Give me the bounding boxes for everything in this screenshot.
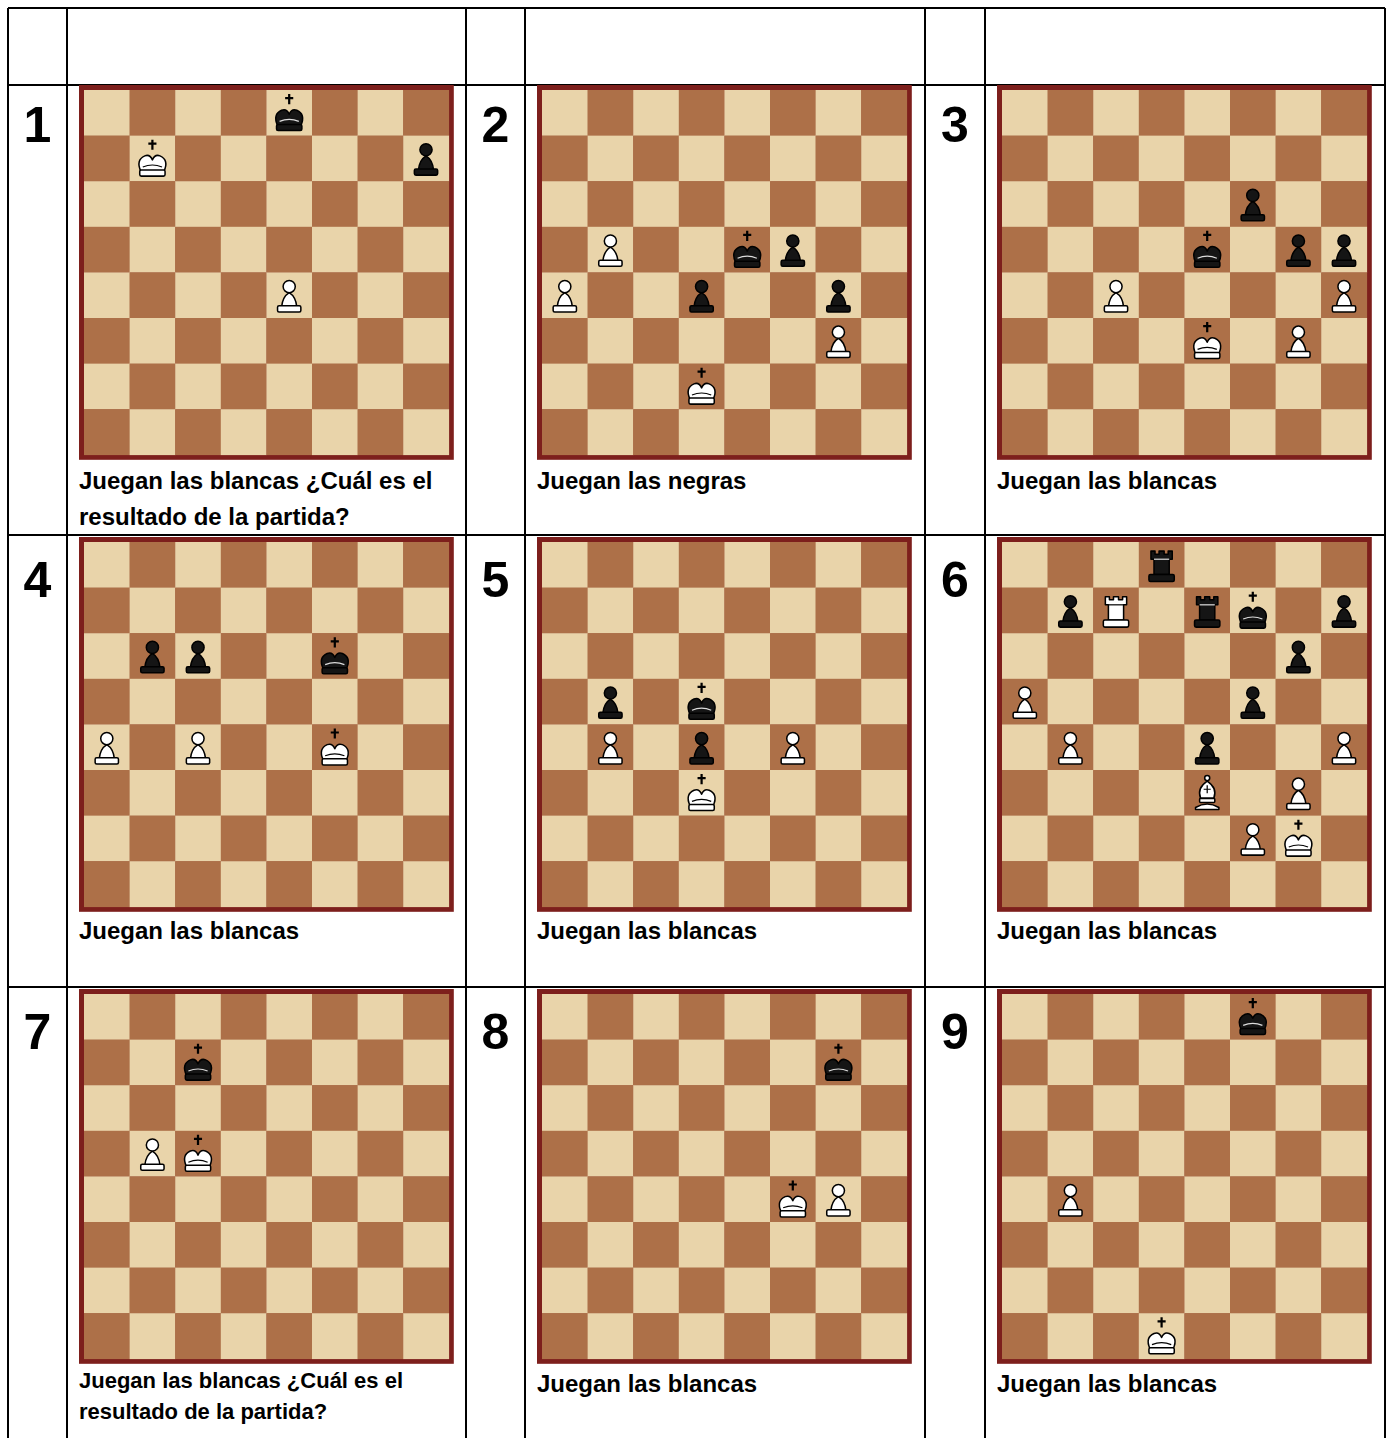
chess-board [997,989,1372,1364]
chess-piece [1287,778,1310,809]
table-rule [465,8,467,1438]
chess-piece [186,733,209,764]
chess-piece [1149,551,1174,581]
chess-piece [95,733,118,764]
chess-board [79,989,454,1364]
chess-piece [825,1044,852,1080]
chess-piece [1241,824,1264,855]
chess-piece [827,326,850,357]
chess-piece [827,281,850,312]
chess-piece [278,281,301,312]
puzzle-number: 9 [925,1007,985,1057]
puzzle-caption: Juegan las blancas [537,1366,921,1402]
chess-piece [553,281,576,312]
puzzle-caption: Juegan las blancas ¿Cuál es el resultado… [79,1366,463,1428]
chess-board [537,989,912,1364]
chess-piece [1285,820,1312,856]
chess-piece [185,1135,212,1171]
puzzle-number: 8 [466,1007,525,1057]
table-rule [7,8,9,1438]
table-rule [924,8,926,1438]
puzzle-caption: Juegan las blancas [537,913,921,949]
chess-piece [276,94,303,130]
chess-piece [599,687,622,718]
chess-board [537,85,912,460]
puzzle-number: 6 [925,555,985,605]
chess-piece [827,1185,850,1216]
chess-piece [1059,733,1082,764]
puzzle-caption: Juegan las blancas ¿Cuál es el resultado… [79,463,463,535]
chess-piece [321,637,348,673]
chess-piece [781,235,804,266]
puzzle-caption: Juegan las negras [537,463,921,499]
chess-board [997,537,1372,912]
chess-piece [1104,281,1127,312]
chess-piece [1287,641,1310,672]
puzzle-number: 5 [466,555,525,605]
chess-piece [734,231,761,267]
table-rule [8,534,1385,536]
chess-piece [1241,189,1264,220]
chess-board [79,85,454,460]
puzzle-number: 1 [8,100,67,150]
chess-board [997,85,1372,460]
puzzle-caption: Juegan las blancas [997,463,1381,499]
chess-piece [690,733,713,764]
chess-piece [599,733,622,764]
puzzle-caption: Juegan las blancas [997,913,1381,949]
chess-piece [1103,597,1128,627]
chess-piece [185,1044,212,1080]
chess-board [79,537,454,912]
chess-piece [1287,326,1310,357]
chess-piece [1059,596,1082,627]
table-rule [984,8,986,1438]
chess-piece [1196,776,1219,810]
chess-piece [1332,733,1355,764]
table-rule [8,7,1385,9]
chess-piece [1194,322,1221,358]
chess-piece [1239,998,1266,1034]
chess-piece [1196,733,1219,764]
puzzle-number: 4 [8,555,67,605]
chess-board [537,537,912,912]
chess-piece [141,641,164,672]
chess-piece [1148,1317,1175,1353]
chess-piece [688,774,715,810]
chess-piece [688,683,715,719]
chess-piece [1239,592,1266,628]
puzzle-number: 2 [466,100,525,150]
chess-piece [1332,235,1355,266]
chess-piece [139,140,166,176]
puzzle-number: 3 [925,100,985,150]
table-rule [1384,8,1386,1438]
chess-piece [1059,1185,1082,1216]
chess-piece [781,733,804,764]
chess-piece [1241,687,1264,718]
chess-piece [599,235,622,266]
table-rule [66,8,68,1438]
puzzle-number: 7 [8,1007,67,1057]
chess-piece [1332,281,1355,312]
puzzle-caption: Juegan las blancas [79,913,463,949]
chess-piece [414,144,437,175]
table-rule [524,8,526,1438]
chess-piece [1287,235,1310,266]
chess-piece [690,281,713,312]
table-rule [8,986,1385,988]
chess-piece [688,368,715,404]
chess-piece [186,641,209,672]
chess-piece [1194,231,1221,267]
chess-piece [779,1180,806,1216]
chess-piece [1195,597,1220,627]
chess-piece [321,728,348,764]
chess-piece [1013,687,1036,718]
chess-piece [141,1139,164,1170]
puzzle-caption: Juegan las blancas [997,1366,1381,1402]
chess-piece [1332,596,1355,627]
